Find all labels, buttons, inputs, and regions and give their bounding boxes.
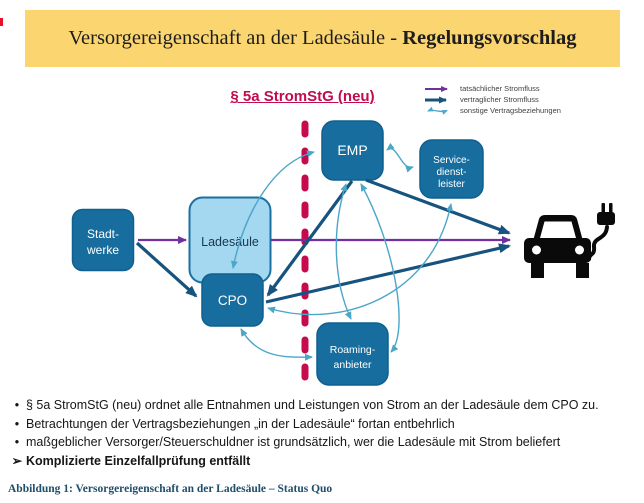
slide-title-regular: Versorgereigenschaft an der Ladesäule - xyxy=(68,27,403,49)
bullet-item-1: • § 5a StromStG (neu) ordnet alle Entnah… xyxy=(8,396,642,415)
bullet-marker: • xyxy=(14,416,20,431)
legend-item-actual-flow: tatsächlicher Stromfluss xyxy=(424,84,561,94)
legend-item-other-relations: sonstige Vertragsbeziehungen xyxy=(424,106,561,116)
legend: tatsächlicher Stromfluss vertraglicher S… xyxy=(424,84,561,116)
header-banner: Versorgereigenschaft an der Ladesäule - … xyxy=(25,10,620,67)
bullet-item-conclusion: ➢ Komplizierte Einzelfallprüfung entfäll… xyxy=(8,452,642,471)
box-roaminganbieter: Roaming- anbieter xyxy=(316,322,389,386)
slide-title-bold: Regelungsvorschlag xyxy=(402,27,577,49)
relation-cpo-emp xyxy=(230,150,315,269)
box-servicedienstleister: Service- dienst- leister xyxy=(419,139,484,199)
relation-emp-roaming-right xyxy=(360,183,400,353)
bullet-marker: • xyxy=(14,398,20,412)
contract-flow-arrow-icon xyxy=(425,96,447,104)
bullet-item-2: • Betrachtungen der Vertragsbeziehungen … xyxy=(8,415,642,434)
slide-title: Versorgereigenschaft an der Ladesäule - … xyxy=(69,27,577,50)
electric-car-icon xyxy=(524,203,615,278)
bullet-text: Betrachtungen der Vertragsbeziehungen „i… xyxy=(26,416,455,431)
relation-emp-service xyxy=(386,142,414,173)
bullet-list: • § 5a StromStG (neu) ordnet alle Entnah… xyxy=(8,396,642,470)
box-roaming-label-1: Roaming- xyxy=(330,344,376,356)
legend-item-contract-flow: vertraglicher Stromfluss xyxy=(424,95,561,105)
box-cpo: CPO xyxy=(201,273,264,327)
bullet-marker: • xyxy=(14,435,20,450)
bullet-item-3: • maßgeblicher Versorger/Steuerschuldner… xyxy=(8,433,642,452)
bullet-marker-arrow: ➢ xyxy=(11,453,23,468)
box-service-label-1: Service- xyxy=(433,155,470,166)
box-emp: EMP xyxy=(321,120,384,181)
box-stadtwerke: Stadt- werke xyxy=(71,208,135,272)
relation-cpo-roaming xyxy=(240,328,313,361)
contract-flow-cpo-to-car xyxy=(265,243,511,304)
legend-label: tatsächlicher Stromfluss xyxy=(460,84,540,93)
red-edge-mark xyxy=(0,18,3,26)
bullet-text: maßgeblicher Versorger/Steuerschuldner i… xyxy=(26,435,561,450)
contract-flow-stadtwerke-to-cpo xyxy=(135,241,198,298)
box-service-label-3: leister xyxy=(438,179,465,190)
box-ladesaeule: Ladesäule xyxy=(188,196,272,284)
law-heading: § 5a StromStG (neu) xyxy=(230,88,375,105)
bullet-text: § 5a StromStG (neu) ordnet alle Entnahme… xyxy=(26,398,599,412)
relation-emp-roaming-left xyxy=(335,183,352,320)
box-service-label-2: dienst- xyxy=(436,167,466,178)
box-stadtwerke-label-2: werke xyxy=(86,243,119,257)
box-roaming-label-2: anbieter xyxy=(334,359,372,371)
box-cpo-label: CPO xyxy=(218,293,247,308)
legend-label: vertraglicher Stromfluss xyxy=(460,95,539,104)
bullet-text: Komplizierte Einzelfallprüfung entfällt xyxy=(26,453,251,468)
box-emp-label: EMP xyxy=(337,142,367,158)
other-relations-arrow-icon xyxy=(427,107,448,115)
legend-label: sonstige Vertragsbeziehungen xyxy=(460,106,561,115)
actual-flow-arrow-icon xyxy=(425,86,448,92)
box-stadtwerke-label-1: Stadt- xyxy=(87,227,119,241)
figure-caption: Abbildung 1: Versorgereigenschaft an der… xyxy=(8,483,333,495)
box-ladesaeule-label: Ladesäule xyxy=(201,235,259,249)
